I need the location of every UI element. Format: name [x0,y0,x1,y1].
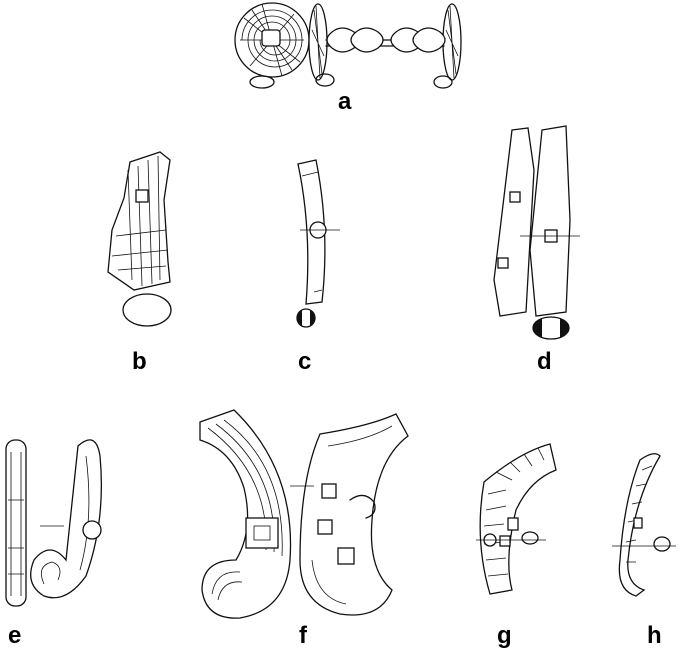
artifact-d-drawing [493,125,580,340]
artifact-g-drawing [476,443,557,595]
artifact-e-drawing [5,439,103,607]
artifact-b-drawing [107,151,172,327]
figure-label-d: d [537,348,552,375]
artifact-f-drawing [199,409,409,619]
figure-label-g: g [497,622,512,649]
artifact-a-drawing [234,2,462,89]
figure-label-f: f [299,622,307,649]
figure-label-e: e [8,622,22,649]
figure-label-b: b [132,348,147,375]
figure-label-a: a [338,88,352,115]
artifact-c-drawing [296,159,340,328]
figure-label-h: h [647,622,662,649]
artifact-h-drawing [612,453,676,597]
figure-label-c: c [298,348,312,375]
